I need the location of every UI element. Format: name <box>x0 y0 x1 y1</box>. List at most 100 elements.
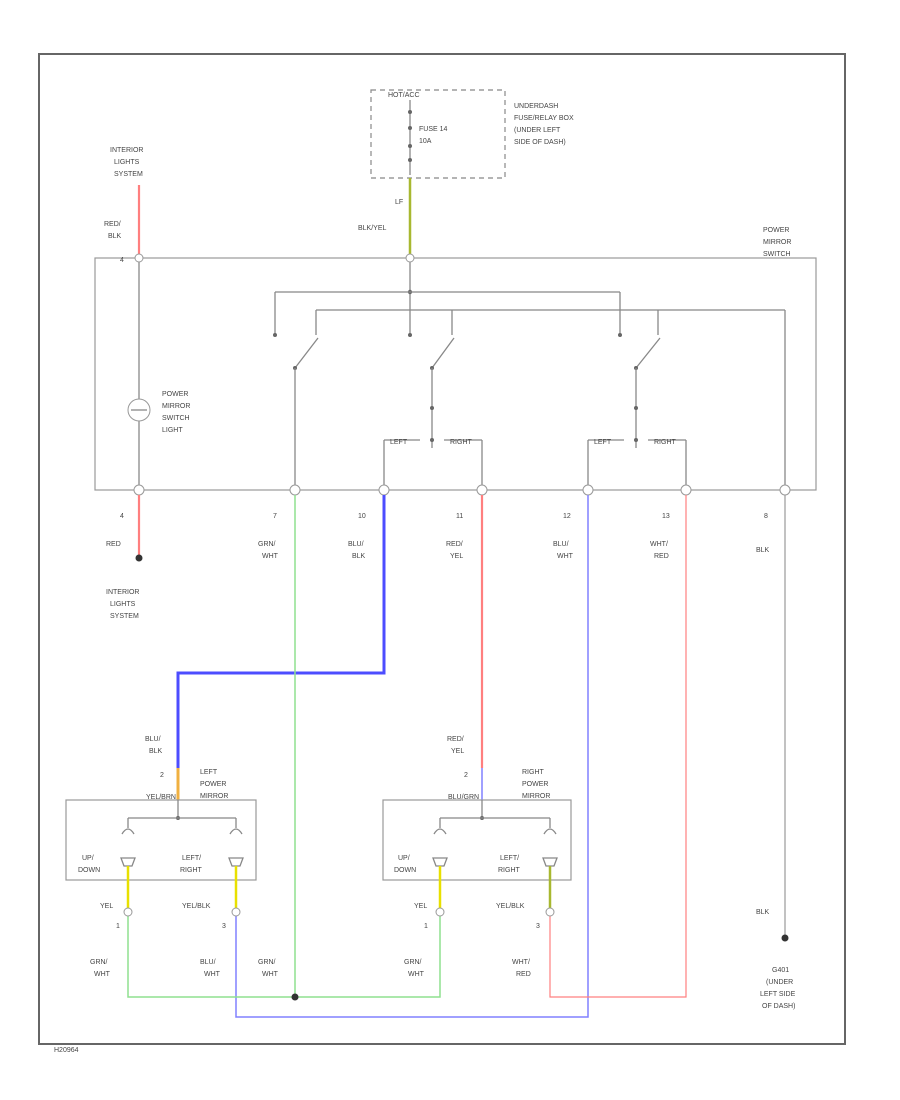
wire-label-red-blk: RED/ <box>104 221 121 228</box>
diagram-id: H20964 <box>54 1047 79 1054</box>
right-mirror-motor2-2: RIGHT <box>498 867 521 874</box>
left-mirror-out1-wire: YEL <box>100 903 113 910</box>
right-mirror-name-2: POWER <box>522 781 548 788</box>
interior-lights-top-3: SYSTEM <box>114 171 143 178</box>
interior-lights-bottom-3: SYSTEM <box>110 613 139 620</box>
left-mirror-in-wire-2: BLK <box>149 748 163 755</box>
left-mirror-motor2: LEFT/ <box>182 855 201 862</box>
fuse-box-location: UNDERDASH <box>514 103 558 110</box>
switch-left-label-2: LEFT <box>594 439 612 446</box>
pin-7-num: 7 <box>273 513 277 520</box>
ground-label-4: OF DASH) <box>762 1003 795 1010</box>
left-mirror-motor2-2: RIGHT <box>180 867 203 874</box>
switch-connector-pins <box>133 484 791 496</box>
right-mirror-name: RIGHT <box>522 769 545 776</box>
interior-lights-top-2: LIGHTS <box>114 159 140 166</box>
wire-blu-wht <box>235 495 589 1018</box>
left-mirror-name-3: MIRROR <box>200 793 228 800</box>
pin-7-color-2: WHT <box>262 553 279 560</box>
pin-13-color: WHT/ <box>650 541 668 548</box>
interior-lights-bottom: INTERIOR <box>106 589 139 596</box>
switch-right-label-1: RIGHT <box>450 439 473 446</box>
switch-light-label-4: LIGHT <box>162 427 183 434</box>
left-mirror-motor1: UP/ <box>82 855 94 862</box>
pin-13-color-2: RED <box>654 553 669 560</box>
left-bottom-wire1: GRN/ <box>90 959 108 966</box>
switch-light-label-3: SWITCH <box>162 415 190 422</box>
switch-name: POWER <box>763 227 789 234</box>
diagram-frame <box>38 53 846 1045</box>
pin-12-color-2: WHT <box>557 553 574 560</box>
left-mirror-name: LEFT <box>200 769 218 776</box>
pin-4-num: 4 <box>120 513 124 520</box>
left-mirror-in-wire: BLU/ <box>145 736 161 743</box>
fuse-rating: 10A <box>419 138 432 145</box>
right-mirror-motor2: LEFT/ <box>500 855 519 862</box>
pin-8-color: BLK <box>756 547 770 554</box>
pin-12-color: BLU/ <box>553 541 569 548</box>
right-bottom-wire1: GRN/ <box>404 959 422 966</box>
right-mirror-out1-pin: 1 <box>424 923 428 930</box>
left-bottom-wire3-2: WHT <box>262 971 279 978</box>
pin-10-num: 10 <box>358 513 366 520</box>
ground-label-3: LEFT SIDE <box>760 991 796 998</box>
splice-dot <box>291 993 299 1001</box>
pin-labels: 4 RED 7 GRN/ WHT 10 BLU/ BLK 11 RED/ YEL… <box>106 513 770 560</box>
fuse-box-location-4: SIDE OF DASH) <box>514 139 566 146</box>
wire-wht-red <box>549 495 687 998</box>
right-mirror-in-wire-2: YEL <box>451 748 464 755</box>
pin-10-color: BLU/ <box>348 541 364 548</box>
right-mirror-connector: BLU/GRN <box>448 794 479 801</box>
ground-wire-label: BLK <box>756 909 770 916</box>
left-mirror-connector: YEL/BRN <box>146 794 176 801</box>
wire-grn-wht-bus <box>127 916 441 998</box>
fuse-pin-lf: LF <box>395 199 403 206</box>
top-pin-4: 4 <box>120 257 124 264</box>
ground-dot <box>781 934 789 942</box>
left-power-mirror: BLU/ BLK 2 YEL/BRN LEFT POWER MIRROR UP/… <box>65 736 279 978</box>
hot-acc-label: HOT/ACC <box>388 92 420 99</box>
left-bottom-wire1-2: WHT <box>94 971 111 978</box>
fuse-label: FUSE 14 <box>419 126 448 133</box>
left-mirror-out2-wire: YEL/BLK <box>182 903 211 910</box>
interior-lights-top: INTERIOR <box>110 147 143 154</box>
switch-left-label-1: LEFT <box>390 439 408 446</box>
left-bottom-wire2-2: WHT <box>204 971 221 978</box>
left-mirror-out2-pin: 3 <box>222 923 226 930</box>
wire-blu-blk <box>176 495 386 768</box>
left-bottom-wire3: GRN/ <box>258 959 276 966</box>
pin-4-color: RED <box>106 541 121 548</box>
power-mirror-switch: POWER MIRROR SWITCH 4 POWER MIRROR SWITC… <box>94 227 817 491</box>
wire-label-blk-yel: BLK/YEL <box>358 225 387 232</box>
pin-13-num: 13 <box>662 513 670 520</box>
right-mirror-out2-wire: YEL/BLK <box>496 903 525 910</box>
switch-light-label: POWER <box>162 391 188 398</box>
right-mirror-out1-wire: YEL <box>414 903 427 910</box>
left-mirror-motor1-2: DOWN <box>78 867 100 874</box>
pin-11-color-2: YEL <box>450 553 463 560</box>
pin-10-color-2: BLK <box>352 553 366 560</box>
left-mirror-in-pin: 2 <box>160 772 164 779</box>
pin-8-num: 8 <box>764 513 768 520</box>
switch-light-label-2: MIRROR <box>162 403 190 410</box>
pin-11-num: 11 <box>456 513 463 520</box>
right-power-mirror: RED/ YEL 2 BLU/GRN RIGHT POWER MIRROR UP… <box>382 736 572 978</box>
right-mirror-name-3: MIRROR <box>522 793 550 800</box>
fuse-relay-box: HOT/ACC FUSE 14 10A UNDERDASH FUSE/RELAY… <box>370 89 574 179</box>
switch-name-3: SWITCH <box>763 251 791 258</box>
switch-right-label-2: RIGHT <box>654 439 677 446</box>
pin-12-num: 12 <box>563 513 571 520</box>
right-mirror-motor1-2: DOWN <box>394 867 416 874</box>
interior-lights-bottom-2: LIGHTS <box>110 601 136 608</box>
right-bottom-wire1-2: WHT <box>408 971 425 978</box>
pin-11-color: RED/ <box>446 541 463 548</box>
switch-name-2: MIRROR <box>763 239 791 246</box>
wire-label-red-blk-2: BLK <box>108 233 122 240</box>
fuse-box-location-3: (UNDER LEFT <box>514 127 561 134</box>
fuse-box-location-2: FUSE/RELAY BOX <box>514 115 574 122</box>
ground-label: G401 <box>772 967 789 974</box>
ground-label-2: (UNDER <box>766 979 793 986</box>
left-bottom-wire2: BLU/ <box>200 959 216 966</box>
right-bottom-wire2: WHT/ <box>512 959 530 966</box>
